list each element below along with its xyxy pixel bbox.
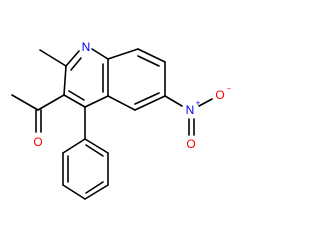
nitro-oxygen-single-charge: − (227, 85, 232, 94)
nitro-oxygen-double-label: O (186, 137, 195, 151)
bond-carbonyl-methyl (11, 94, 39, 111)
bond-c2-methyl (39, 49, 67, 67)
nitro-nitrogen-charge: + (196, 99, 201, 108)
bond-c6-c5-inner (134, 92, 160, 105)
bond-c3-carbonyl (37, 94, 65, 111)
nitro-nitrogen-label: N (186, 103, 195, 117)
bond-ph6-ph1 (62, 138, 86, 154)
bonds (11, 48, 213, 200)
atom-labels: N O N + O − O (33, 40, 231, 151)
bond-c4-c3-inner (68, 90, 85, 101)
bond-n1-c8a (91, 48, 109, 60)
bond-c8-c7 (137, 48, 166, 63)
ring-nitrogen-label: N (82, 40, 91, 54)
bond-ph3-ph4 (84, 184, 109, 200)
bond-c4a-c4 (84, 95, 109, 108)
bond-ph1-ph2-inner (85, 144, 104, 157)
nitro-oxygen-single-label: O (215, 88, 224, 102)
bond-ph4-ph5 (62, 184, 86, 200)
bond-c2-n1 (65, 50, 80, 67)
bond-c6-nitro-n (164, 95, 183, 107)
bond-c3-c2 (63, 65, 67, 96)
bond-c8-c7-inner (137, 55, 160, 67)
structure-diagram: N O N + O − O (11, 40, 232, 200)
bond-c8a-c8 (107, 48, 139, 60)
bond-c5-c4a (107, 95, 136, 111)
bond-ph1-ph2 (84, 138, 109, 154)
bond-c2-n1-inner (70, 57, 82, 71)
bond-nitro-n-o-single (198, 98, 213, 107)
bond-c6-c5 (134, 95, 166, 111)
bond-ph3-ph4-inner (85, 181, 104, 194)
bond-c4-c3 (63, 94, 86, 108)
ketone-oxygen-label: O (33, 135, 42, 149)
